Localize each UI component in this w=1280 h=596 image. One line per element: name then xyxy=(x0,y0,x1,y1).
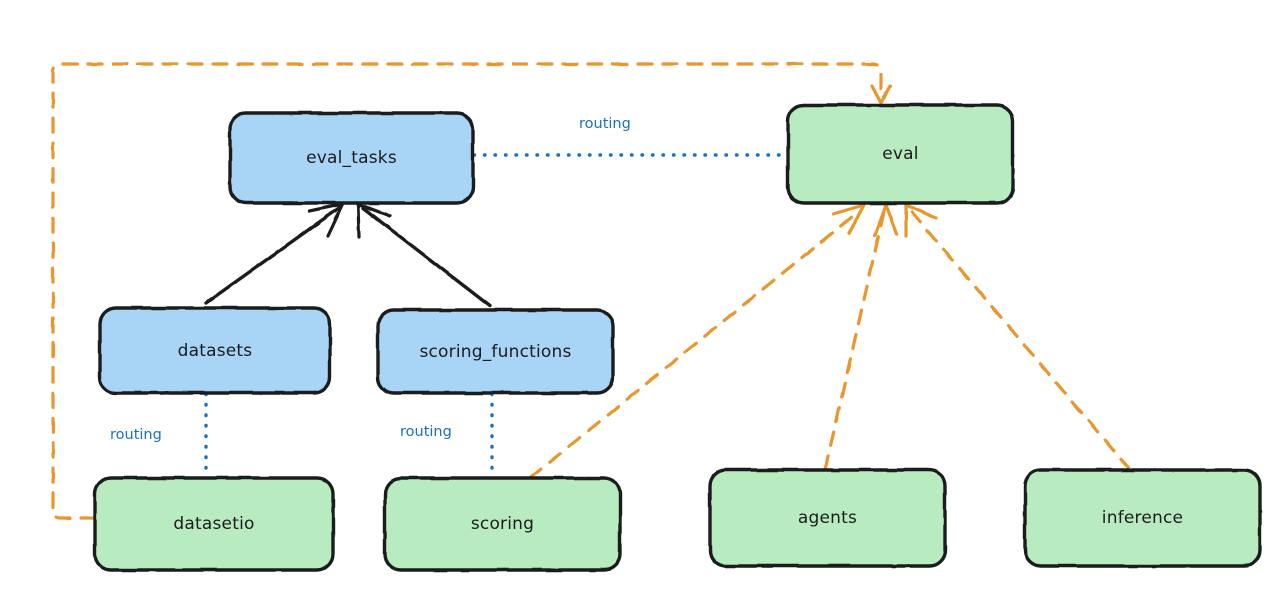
edge-scoring-to-eval xyxy=(528,203,866,480)
node-scoring[interactable] xyxy=(383,476,622,572)
edge-scoring-functions-to-eval-tasks xyxy=(356,202,492,308)
node-eval[interactable] xyxy=(786,103,1015,205)
node-inference[interactable] xyxy=(1023,468,1262,568)
edge-datasets-to-eval-tasks xyxy=(204,202,345,305)
edge-datasetio-to-eval xyxy=(51,62,892,520)
node-eval-tasks[interactable] xyxy=(228,111,475,205)
node-scoring-functions[interactable] xyxy=(376,308,615,395)
edge-agents-to-eval xyxy=(823,203,899,472)
edge-inference-to-eval xyxy=(904,203,1132,472)
node-agents[interactable] xyxy=(708,468,947,568)
node-datasets[interactable] xyxy=(98,306,332,395)
node-datasetio[interactable] xyxy=(93,476,335,572)
